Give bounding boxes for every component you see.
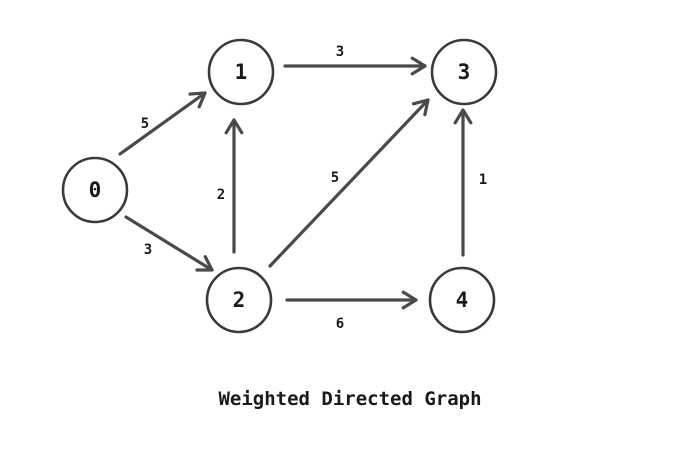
nodes-layer: 0 1 2 3 4: [61, 38, 498, 334]
arrowhead-icon: [224, 118, 244, 135]
arrowhead-icon: [401, 290, 418, 310]
edge-weight-2-3: 5: [331, 170, 339, 186]
edge-weight-2-4: 6: [336, 316, 344, 332]
node-circle: [428, 266, 496, 334]
node-circle: [61, 156, 129, 224]
edge-4-3: [453, 108, 473, 257]
weights-layer: 5 3 3 2 5 6 1: [141, 44, 487, 332]
node-circle: [207, 38, 275, 106]
node-label: 4: [456, 288, 469, 312]
edge-weight-2-1: 2: [217, 187, 225, 203]
node-circle: [430, 38, 498, 106]
arrowhead-icon: [195, 255, 214, 272]
edge-weight-0-2: 3: [144, 242, 152, 258]
node-circle: [205, 266, 273, 334]
node-0: 0: [61, 156, 129, 224]
arrowhead-icon: [411, 98, 430, 117]
node-3: 3: [430, 38, 498, 106]
edge-line-0-1: [118, 91, 207, 156]
node-2: 2: [205, 266, 273, 334]
edge-weight-0-1: 5: [141, 116, 149, 132]
edge-2-1: [224, 118, 244, 254]
edge-1-3: [283, 56, 427, 76]
edge-0-2: [124, 215, 214, 272]
arrowhead-icon: [188, 91, 207, 109]
edges-layer: [118, 56, 473, 310]
edge-2-3: [268, 98, 430, 268]
arrowhead-icon: [453, 108, 473, 125]
node-label: 2: [233, 288, 246, 312]
node-label: 0: [89, 178, 102, 202]
diagram-caption: Weighted Directed Graph: [218, 388, 482, 410]
node-label: 3: [458, 60, 471, 84]
edge-weight-1-3: 3: [336, 44, 344, 60]
edge-0-1: [118, 91, 207, 156]
node-4: 4: [428, 266, 496, 334]
edge-line-0-2: [124, 215, 214, 272]
node-1: 1: [207, 38, 275, 106]
edge-line-2-3: [268, 98, 430, 268]
node-label: 1: [235, 60, 248, 84]
edge-2-4: [285, 290, 418, 310]
arrowhead-icon: [410, 56, 427, 76]
edge-weight-4-3: 1: [479, 172, 487, 188]
